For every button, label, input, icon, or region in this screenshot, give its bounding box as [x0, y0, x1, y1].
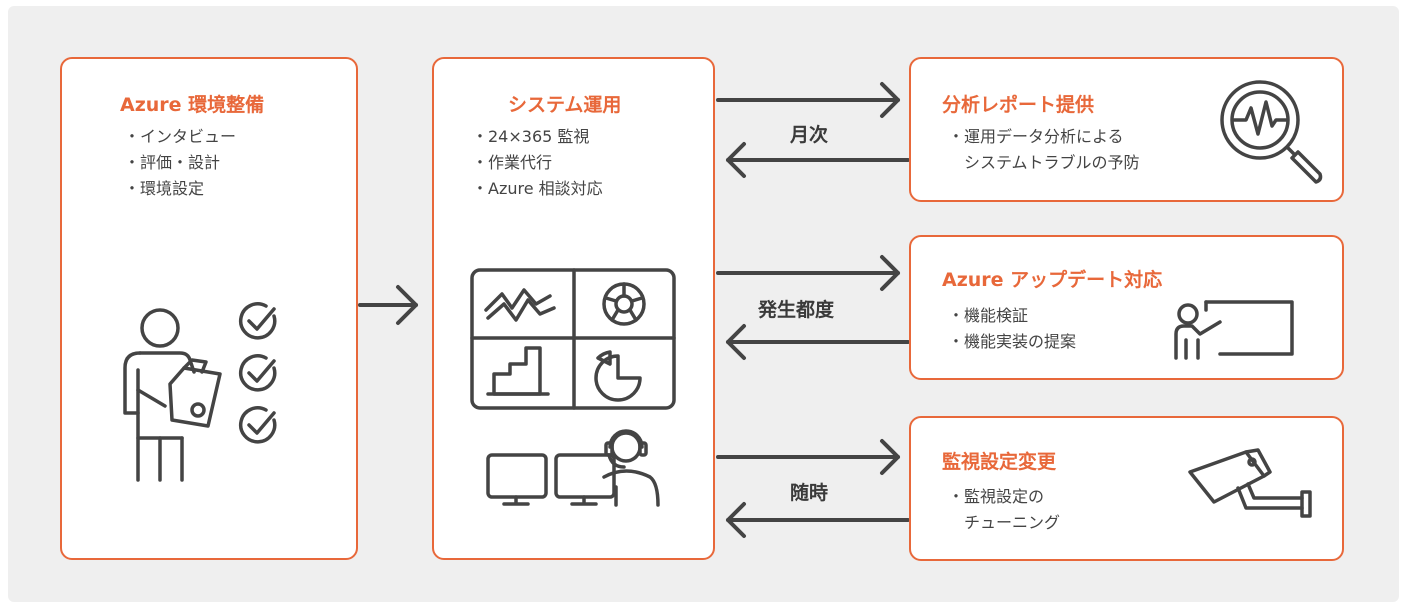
arrow-right: [716, 82, 900, 118]
azure-update-items: ・機能検証 ・機能実装の提案: [948, 303, 1076, 355]
presenter-board-icon: [1174, 300, 1294, 360]
arrow-right: [716, 255, 900, 291]
system-operation-title: システム運用: [508, 94, 622, 116]
report-box: [909, 57, 1344, 202]
monitoring-change-line: ・監視設定の: [948, 487, 1045, 506]
security-camera-icon: [1188, 448, 1312, 518]
azure-setup-item: ・評価・設計: [124, 153, 221, 172]
azure-update-title: Azure アップデート対応: [942, 269, 1163, 291]
azure-setup-item: ・環境設定: [124, 179, 205, 198]
magnifier-graph-icon: [1220, 80, 1323, 184]
report-line: システムトラブルの予防: [948, 153, 1140, 172]
system-operation-item: ・24×365 監視: [472, 127, 590, 146]
report-title: 分析レポート提供: [942, 94, 1095, 116]
azure-update-item: ・機能実装の提案: [948, 332, 1077, 351]
checkmark-circle-icon: [239, 406, 277, 444]
system-operation-item: ・作業代行: [472, 153, 553, 172]
arrow-label-monthly: 月次: [790, 124, 829, 146]
arrow-right: [716, 439, 900, 475]
azure-update-box: [909, 235, 1344, 380]
arrow-label-on-occurrence: 発生都度: [758, 299, 835, 321]
checkmark-circle-icon: [239, 302, 277, 340]
operator-headset-icon: [486, 429, 660, 507]
azure-setup-box: [60, 57, 358, 560]
monitoring-change-box: [909, 416, 1344, 561]
system-operation-items: ・24×365 監視 ・作業代行 ・Azure 相談対応: [472, 124, 603, 202]
azure-setup-item: ・インタビュー: [124, 127, 237, 146]
monitoring-change-line: チューニング: [948, 513, 1061, 532]
person-clipboard-icon: [123, 308, 222, 482]
report-line: ・運用データ分析による: [948, 127, 1124, 146]
arrow-left: [726, 142, 910, 178]
report-text: ・運用データ分析による システムトラブルの予防: [948, 124, 1140, 176]
azure-update-item: ・機能検証: [948, 306, 1029, 325]
checkmark-circle-icon: [239, 354, 277, 392]
monitoring-change-text: ・監視設定の チューニング: [948, 484, 1060, 536]
flow-arrow: [358, 285, 418, 325]
azure-setup-items: ・インタビュー ・評価・設計 ・環境設定: [124, 124, 236, 202]
arrow-label-as-needed: 随時: [790, 482, 829, 504]
monitoring-dashboard-icon: [470, 268, 676, 410]
system-operation-item: ・Azure 相談対応: [472, 179, 603, 198]
azure-setup-title: Azure 環境整備: [120, 94, 265, 116]
arrow-left: [726, 502, 910, 538]
monitoring-change-title: 監視設定変更: [942, 451, 1057, 473]
arrow-left: [726, 324, 910, 360]
